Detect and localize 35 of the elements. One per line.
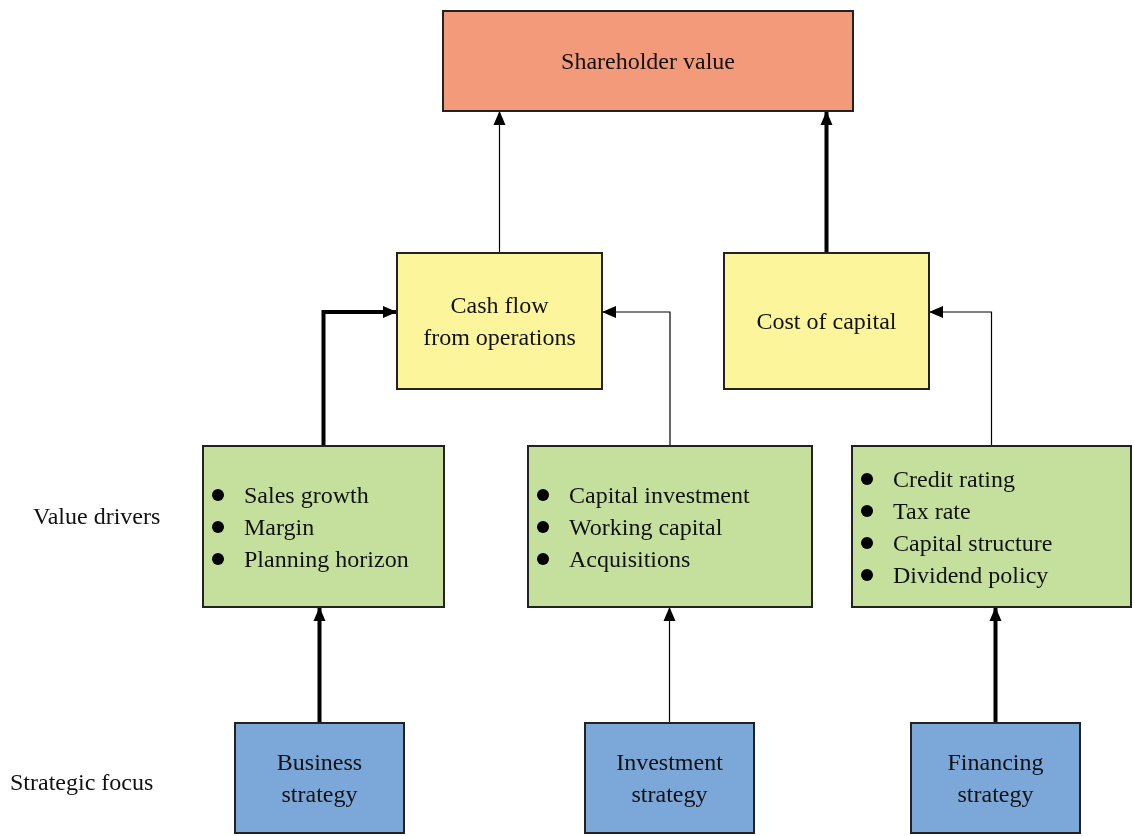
arrow <box>820 111 833 252</box>
strategy-box <box>584 722 755 834</box>
bullet-text: Working capital <box>569 512 723 542</box>
bullet-text: Acquisitions <box>569 544 691 574</box>
component-box <box>723 252 930 390</box>
bullet-text: Tax rate <box>893 496 971 526</box>
box-title: Investment strategy <box>615 748 724 809</box>
box-title: Cash flow from operations <box>422 291 577 352</box>
box-title: Financing strategy <box>946 748 1045 809</box>
arrow <box>602 306 671 446</box>
bullet-text: Sales growth <box>244 480 369 510</box>
bullet-text: Planning horizon <box>244 544 409 574</box>
arrow <box>663 607 676 723</box>
bullet-text: Capital investment <box>569 480 750 510</box>
box-title: Business strategy <box>275 748 364 809</box>
strategy-box <box>910 722 1081 834</box>
bullet-text: Capital structure <box>893 528 1053 558</box>
box-title: Shareholder value <box>560 47 736 76</box>
arrow <box>493 111 506 253</box>
arrow <box>929 306 993 446</box>
bullet-text: Margin <box>244 512 315 542</box>
driver-box <box>202 445 445 608</box>
bullet-text: Dividend policy <box>893 560 1049 590</box>
row-label: Strategic focus <box>10 768 154 797</box>
goal-box <box>442 10 854 112</box>
box-title: Cost of capital <box>755 307 898 336</box>
row-label: Value drivers <box>33 502 161 531</box>
driver-box <box>851 445 1132 608</box>
arrow <box>989 607 1002 722</box>
arrow <box>321 306 397 445</box>
bullet-text: Credit rating <box>893 464 1015 494</box>
arrow <box>313 607 326 722</box>
component-box <box>396 252 603 390</box>
driver-box <box>527 445 813 608</box>
strategy-box <box>234 722 405 834</box>
